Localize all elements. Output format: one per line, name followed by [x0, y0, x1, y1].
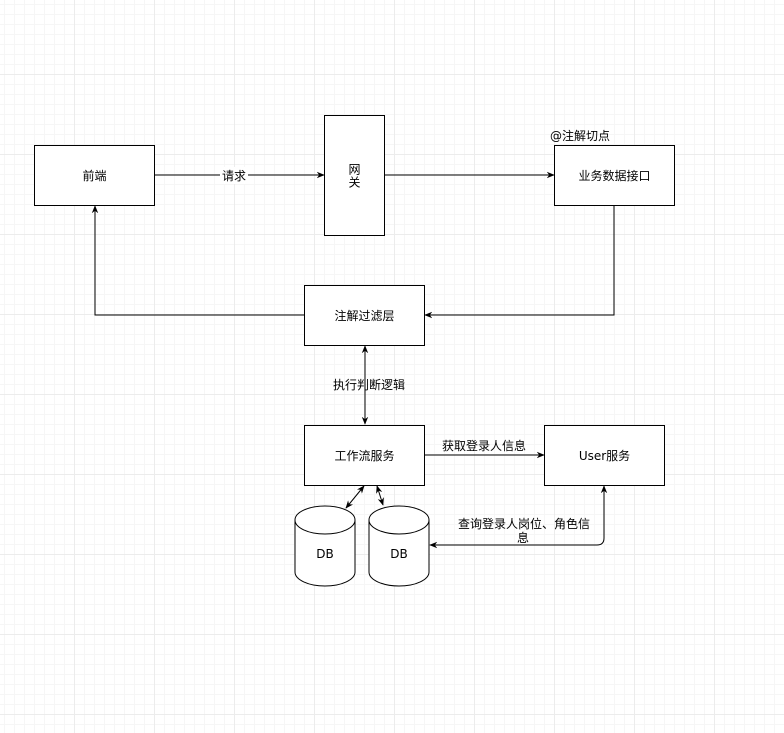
node-annotation-filter-label: 注解过滤层 — [334, 309, 395, 323]
node-db-2-label: DB — [390, 547, 408, 561]
node-workflow-service-label: 工作流服务 — [334, 449, 395, 463]
node-workflow-service[interactable]: 工作流服务 — [304, 425, 425, 486]
node-user-service-label: User服务 — [578, 449, 631, 463]
node-business-api[interactable]: 业务数据接口 — [554, 145, 675, 206]
node-frontend[interactable]: 前端 — [34, 145, 155, 206]
node-business-api-label: 业务数据接口 — [578, 169, 651, 183]
edge-label-request: 请求 — [220, 167, 249, 184]
edge-label-query-position-line1: 查询登录人岗位、角色信 — [458, 517, 591, 531]
node-db-2[interactable]: DB — [368, 505, 430, 587]
edge-workflow-db1-bidirectional[interactable] — [345, 485, 365, 509]
edge-user-service-db2-bidirectional[interactable] — [429, 485, 608, 549]
node-annotation-filter[interactable]: 注解过滤层 — [304, 285, 425, 346]
node-user-service[interactable]: User服务 — [544, 425, 665, 486]
database-icon — [368, 505, 430, 587]
edge-label-execute-logic: 执行判断逻辑 — [333, 378, 406, 392]
edge-business-api-to-filter[interactable] — [424, 206, 615, 319]
node-db-1[interactable]: DB — [294, 505, 356, 587]
edge-label-annotation-cut-point: @注解切点 — [550, 129, 611, 143]
node-gateway-label: 网关 — [347, 162, 361, 189]
edge-workflow-db2-bidirectional[interactable] — [376, 485, 384, 506]
node-frontend-label: 前端 — [82, 169, 107, 183]
edge-filter-to-frontend[interactable] — [91, 205, 304, 316]
edge-label-query-position-line2: 息 — [517, 531, 530, 545]
database-icon — [294, 505, 356, 587]
edge-label-get-login-user: 获取登录人信息 — [442, 439, 527, 453]
node-db-1-label: DB — [316, 547, 334, 561]
node-gateway[interactable]: 网关 — [324, 115, 385, 236]
